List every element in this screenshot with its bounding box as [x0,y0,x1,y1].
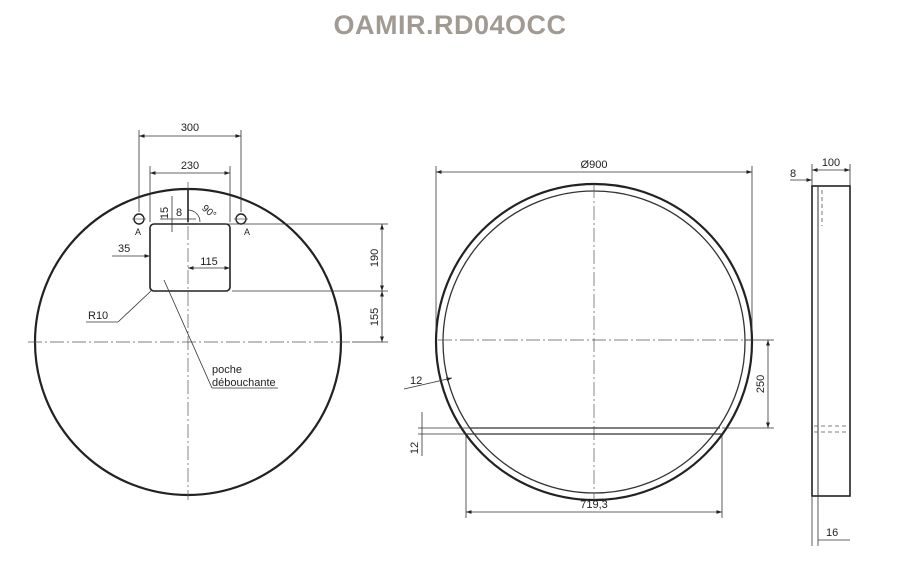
dim-100-text: 100 [822,157,840,169]
angle-arc [187,209,201,223]
note-poche: poche [212,364,242,376]
side-profile [811,185,851,497]
label-a-left: A [135,227,141,237]
dim-115-text: 115 [200,256,218,268]
dim-190-text: 190 [369,249,381,267]
angle-90-text: 90° [199,203,218,221]
dim-35-text: 35 [118,243,130,255]
drawing-title: OAMIR.RD04OCC [333,10,567,40]
dim-15-text: 15 [159,207,171,219]
dim-155-text: 155 [369,308,381,326]
r10-leader [86,289,153,323]
dim-12-rim-line [403,377,453,390]
front-view: 300 230 15 8 90° A A 35 115 190 155 [28,122,388,500]
dim-300-text: 300 [181,122,199,134]
mid-view: Ø900 12 250 12 719,3 [403,159,774,518]
dim-230-text: 230 [181,160,199,172]
dim-12-bottom-text: 12 [409,442,421,454]
dim-250-text: 250 [755,375,767,393]
dim-diameter-text: Ø900 [581,159,608,171]
dim-8-front-text: 8 [176,207,182,219]
dim-16-text: 16 [826,527,838,539]
dim-12-rim-text: 12 [410,375,422,387]
dim-8-side-text: 8 [790,168,796,180]
side-view: 100 8 16 [790,157,851,546]
label-a-right: A [244,227,250,237]
pocket-cutout [149,223,231,292]
note-debouchante: débouchante [212,377,276,389]
dim-719-text: 719,3 [580,499,608,511]
label-r10: R10 [88,310,108,322]
